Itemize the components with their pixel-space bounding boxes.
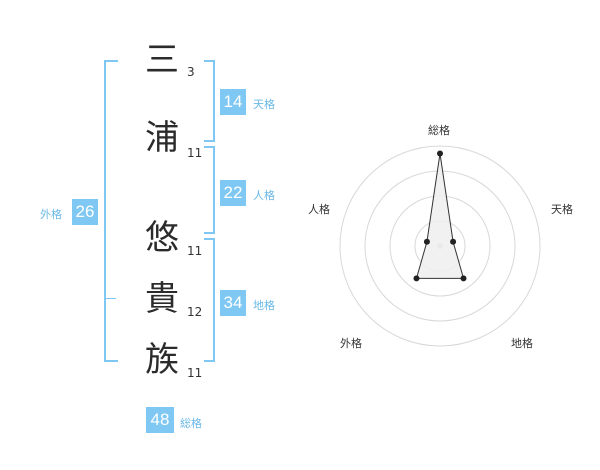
radar-point-jin <box>423 238 430 245</box>
radar-point-sou <box>437 150 443 157</box>
radar-point-ten <box>450 238 457 245</box>
stroke-count-5: 11 <box>187 366 203 380</box>
radar-label-tenkaku: 天格 <box>551 203 573 216</box>
tenkaku-value: 14 <box>220 89 246 115</box>
radar-label-soukaku: 総格 <box>428 124 450 137</box>
jinkaku-value: 22 <box>220 180 246 206</box>
soukaku-label: 総格 <box>180 417 202 430</box>
gaikaku-bracket <box>104 60 118 362</box>
radar-label-jinkaku: 人格 <box>308 203 330 216</box>
tenkaku-bracket <box>204 60 215 142</box>
name-char-2: 浦 <box>145 118 179 158</box>
radar-label-chikaku: 地格 <box>511 337 533 350</box>
soukaku-value: 48 <box>146 407 174 433</box>
bracket-divider <box>106 298 116 299</box>
gaikaku-value: 26 <box>72 199 98 225</box>
jinkaku-label: 人格 <box>253 189 275 202</box>
stroke-count-3: 11 <box>187 244 203 258</box>
chikaku-bracket <box>204 238 215 362</box>
name-char-3: 悠 <box>145 218 179 258</box>
name-char-4: 貴 <box>145 279 179 319</box>
chikaku-label: 地格 <box>253 299 275 312</box>
name-char-1: 三 <box>145 40 179 80</box>
radar-area <box>415 153 465 279</box>
radar-chart <box>339 145 541 347</box>
gaikaku-label: 外格 <box>40 208 62 221</box>
name-char-5: 族 <box>145 340 179 380</box>
jinkaku-bracket <box>204 146 215 234</box>
radar-point-gai <box>413 275 420 282</box>
stroke-count-4: 12 <box>187 305 203 319</box>
tenkaku-label: 天格 <box>253 98 275 111</box>
radar-label-gaikaku: 外格 <box>340 337 362 350</box>
radar-ring <box>339 145 541 347</box>
radar-point-chi <box>460 275 467 282</box>
stroke-count-1: 3 <box>187 65 195 79</box>
stroke-count-2: 11 <box>187 146 203 160</box>
chikaku-value: 34 <box>220 290 246 316</box>
